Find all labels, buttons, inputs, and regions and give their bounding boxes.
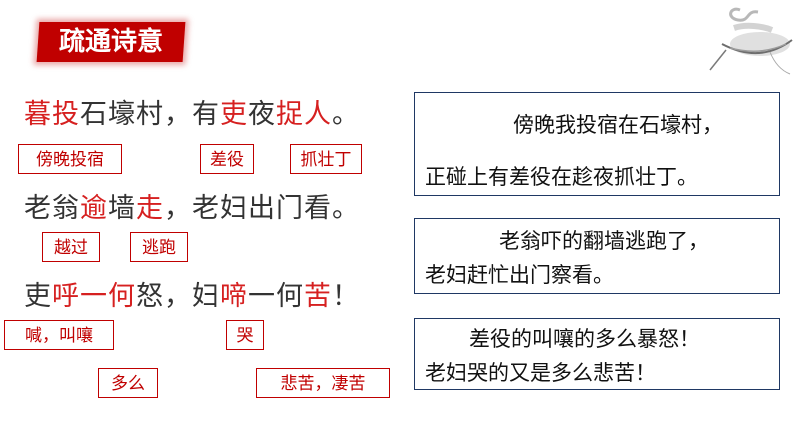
- translation-line: 正碰上有差役在趁夜抓壮丁。: [425, 165, 698, 189]
- poem-line-2: 老翁逾墙走，老妇出门看。: [24, 186, 360, 225]
- poem-text: 石壕村，有: [80, 99, 220, 130]
- gloss-tag: 多么: [98, 368, 158, 398]
- highlighted-word: 苦: [304, 281, 332, 312]
- highlighted-word: 呼一何: [52, 281, 136, 312]
- translation-line: 老妇哭的又是多么悲苦！: [425, 361, 656, 385]
- ink-wash-boat-illustration: [709, 7, 793, 75]
- highlighted-word: 投: [52, 99, 80, 130]
- gloss-tag: 越过: [42, 232, 100, 262]
- poem-text: 老翁: [24, 193, 80, 224]
- highlighted-word: 逾: [80, 193, 108, 224]
- poem-text: ，老妇出门看。: [164, 193, 360, 224]
- translation-line: 老翁吓的翻墙逃跑了，: [499, 229, 709, 253]
- poem-text: 一何: [248, 281, 304, 312]
- highlighted-word: 捉人: [276, 99, 332, 130]
- gloss-tag: 逃跑: [130, 232, 188, 262]
- translation-line: 老妇赶忙出门察看。: [425, 263, 614, 287]
- gloss-tag: 抓壮丁: [290, 144, 362, 174]
- translation-box-3: 差役的叫嚷的多么暴怒！ 老妇哭的又是多么悲苦！: [414, 318, 780, 390]
- poem-text: 墙: [108, 193, 136, 224]
- gloss-tag: 喊，叫嚷: [4, 320, 114, 350]
- translation-line: 差役的叫嚷的多么暴怒！: [469, 327, 700, 351]
- poem-text: 怒，妇: [136, 281, 220, 312]
- poem-text: 夜: [248, 99, 276, 130]
- highlighted-word: 啼: [220, 281, 248, 312]
- highlighted-word: 暮: [24, 99, 52, 130]
- poem-text: ！: [332, 281, 360, 312]
- poem-text: 。: [332, 99, 360, 130]
- translation-box-1: 傍晚我投宿在石壕村， 正碰上有差役在趁夜抓壮丁。: [414, 92, 780, 196]
- section-title-banner: 疏通诗意: [36, 22, 186, 62]
- highlighted-word: 吏: [220, 99, 248, 130]
- gloss-tag: 傍晚投宿: [18, 144, 122, 174]
- gloss-tag: 差役: [200, 144, 254, 174]
- poem-line-3: 吏呼一何怒，妇啼一何苦！: [24, 274, 360, 313]
- poem-text: 吏: [24, 281, 52, 312]
- section-title: 疏通诗意: [58, 27, 163, 57]
- translation-box-2: 老翁吓的翻墙逃跑了， 老妇赶忙出门察看。: [414, 218, 780, 294]
- translation-line: 傍晚我投宿在石壕村，: [513, 113, 723, 137]
- poem-line-1: 暮投石壕村，有吏夜捉人。: [24, 92, 360, 131]
- gloss-tag: 哭: [226, 320, 264, 350]
- gloss-tag: 悲苦，凄苦: [256, 368, 390, 398]
- highlighted-word: 走: [136, 193, 164, 224]
